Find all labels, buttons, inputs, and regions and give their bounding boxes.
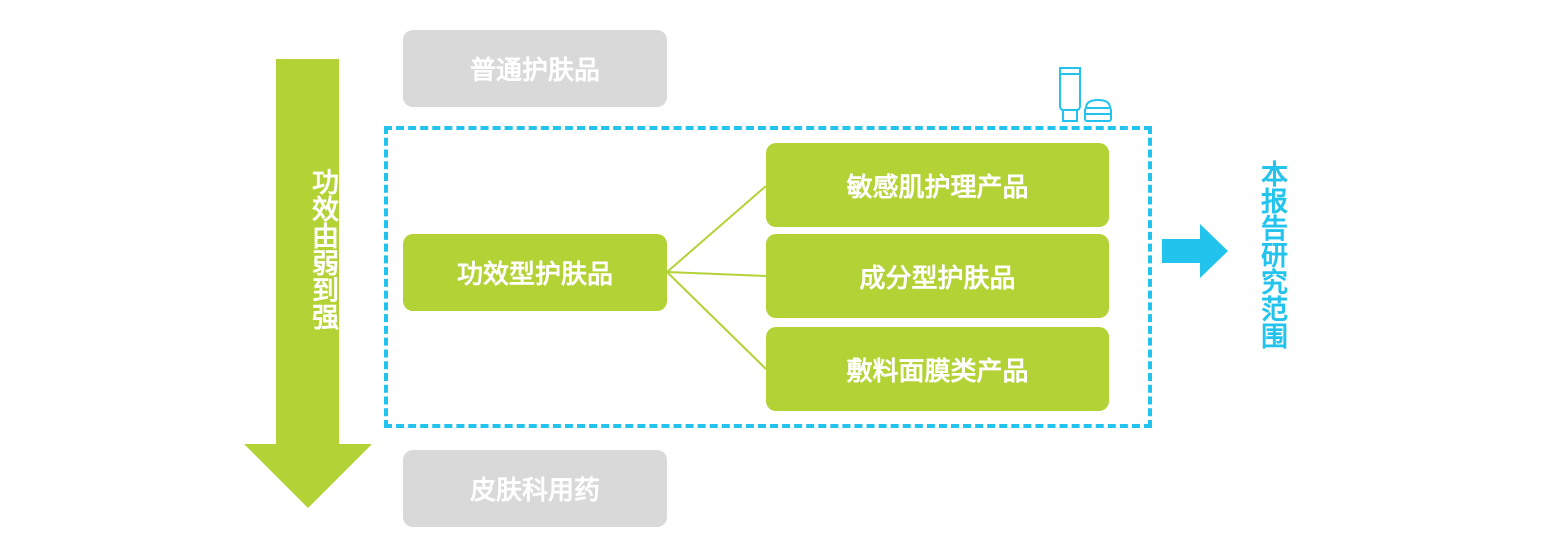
box-functional-skincare: 功效型护肤品 <box>403 234 667 311</box>
arrow-down-icon <box>244 444 372 508</box>
research-scope-frame <box>384 126 1152 428</box>
box-dressing-mask: 敷料面膜类产品 <box>766 327 1109 411</box>
cosmetics-tube-jar-icon <box>1059 67 1112 122</box>
arrow-right-icon <box>1162 224 1228 278</box>
research-scope-label: 本报告研究范围 <box>1256 160 1287 349</box>
box-dermatology-drugs: 皮肤科用药 <box>403 450 667 527</box>
strength-arrow-label: 功效由弱到强 <box>307 168 338 330</box>
strength-arrow-shaft <box>276 59 339 445</box>
box-sensitive-skin-care: 敏感肌护理产品 <box>766 143 1109 227</box>
box-ingredient-skincare: 成分型护肤品 <box>766 234 1109 318</box>
box-regular-skincare: 普通护肤品 <box>403 30 667 107</box>
